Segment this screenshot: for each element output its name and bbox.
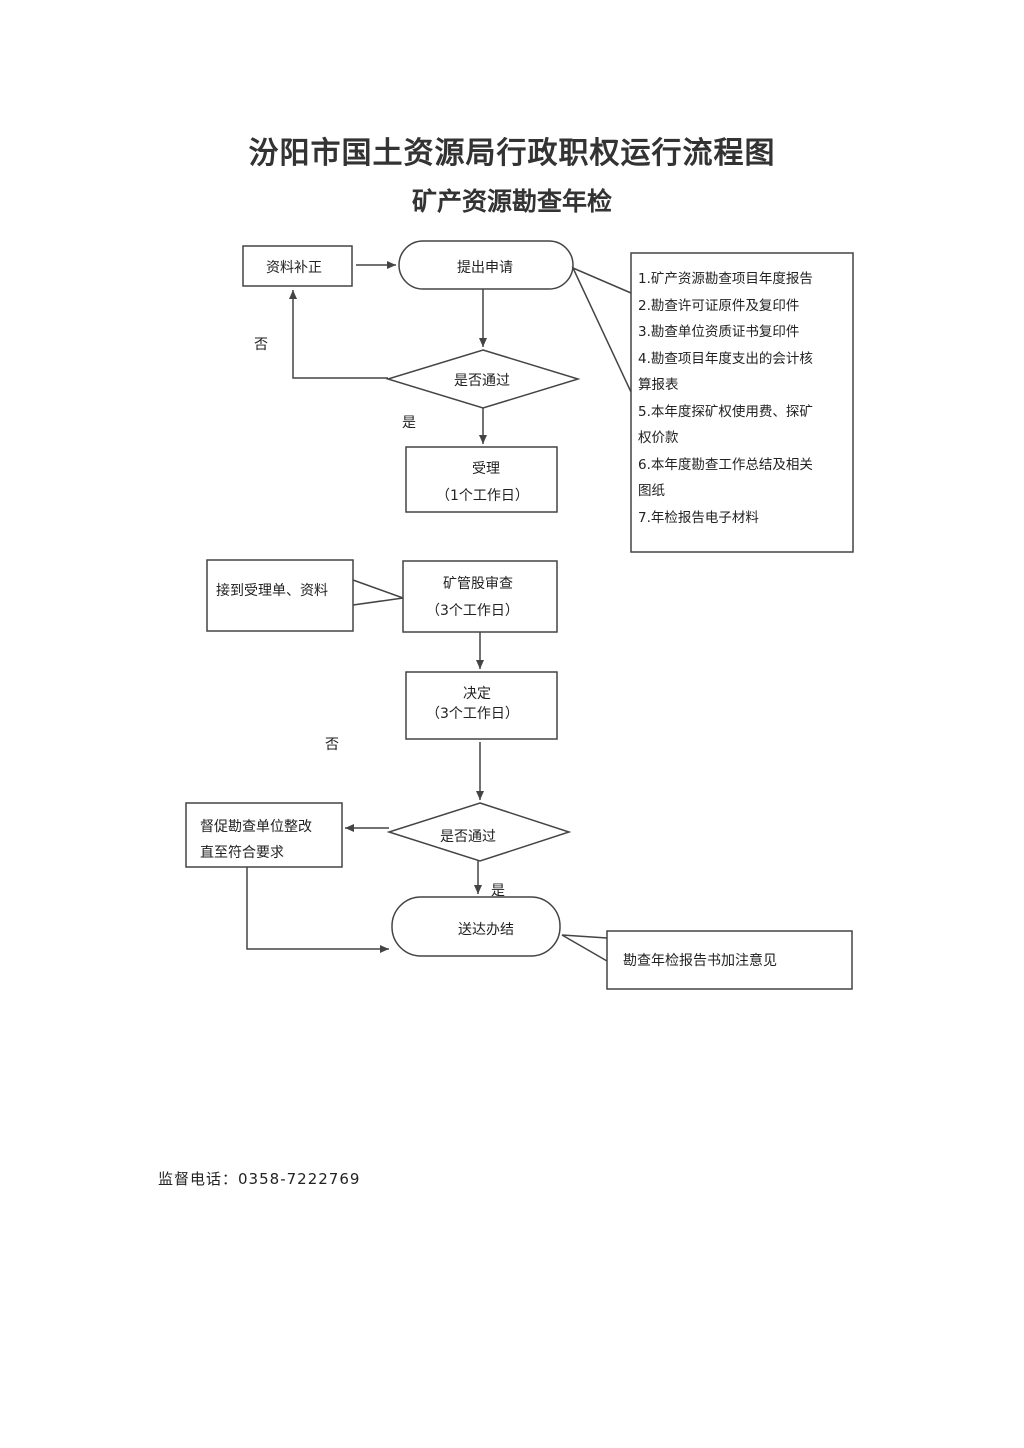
requirement-item: 4.勘查项目年度支出的会计核 bbox=[638, 350, 813, 367]
annotate-report-label: 勘查年检报告书加注意见 bbox=[623, 953, 777, 969]
requirement-item: 算报表 bbox=[638, 377, 679, 393]
decision-label: 决定 bbox=[463, 686, 491, 702]
requirement-item: 5.本年度探矿权使用费、探矿 bbox=[638, 403, 813, 420]
page-title: 汾阳市国土资源局行政职权运行流程图 bbox=[248, 136, 776, 171]
receive-docs-label: 接到受理单、资料 bbox=[216, 583, 328, 599]
mine-review-days-label: （3个工作日） bbox=[426, 603, 519, 619]
requirement-item: 权价款 bbox=[638, 430, 679, 446]
requirements-list: 1.矿产资源勘查项目年度报告 2.勘查许可证原件及复印件 3.勘查单位资质证书复… bbox=[638, 266, 853, 531]
accept-days-label: （1个工作日） bbox=[436, 488, 529, 504]
requirement-item: 图纸 bbox=[638, 483, 665, 499]
material-supplement-label: 资料补正 bbox=[266, 260, 322, 276]
requirements-box bbox=[630, 252, 854, 553]
requirement-item: 3.勘查单位资质证书复印件 bbox=[638, 324, 800, 340]
material-supplement-box bbox=[242, 245, 353, 287]
check-pass-1-label: 是否通过 bbox=[454, 373, 510, 389]
submit-application-terminal bbox=[398, 240, 574, 290]
requirement-item: 6.本年度勘查工作总结及相关 bbox=[638, 456, 813, 473]
no-label-2: 否 bbox=[325, 737, 339, 753]
annotate-box bbox=[606, 930, 853, 990]
decision-days-label: （3个工作日） bbox=[426, 706, 519, 722]
deliver-complete-label: 送达办结 bbox=[458, 922, 514, 938]
yes-label-2: 是 bbox=[491, 883, 505, 899]
requirements-callout bbox=[571, 266, 632, 393]
rectify-label-line2: 直至符合要求 bbox=[200, 845, 284, 861]
supervision-phone: 监督电话：0358-7222769 bbox=[158, 1168, 360, 1189]
mine-review-box bbox=[402, 560, 558, 633]
mine-review-label: 矿管股审查 bbox=[443, 576, 513, 592]
requirement-item: 1.矿产资源勘查项目年度报告 bbox=[638, 271, 813, 287]
arrow-check1-no bbox=[289, 290, 388, 379]
yes-label-1: 是 bbox=[402, 415, 416, 431]
receive-docs-box bbox=[206, 559, 354, 632]
requirement-item: 2.勘查许可证原件及复印件 bbox=[638, 297, 800, 314]
receive-callout bbox=[352, 579, 404, 606]
decision-box bbox=[405, 671, 558, 740]
rectify-label-line1: 督促勘查单位整改 bbox=[200, 819, 312, 835]
arrow-rectify-to-deliver bbox=[246, 867, 389, 953]
deliver-terminal bbox=[391, 896, 561, 957]
requirement-item: 7.年检报告电子材料 bbox=[638, 509, 759, 526]
rectify-box bbox=[185, 802, 343, 868]
check-pass-2-label: 是否通过 bbox=[440, 829, 496, 845]
check-pass-2-diamond bbox=[386, 802, 572, 862]
submit-application-label: 提出申请 bbox=[457, 260, 513, 276]
accept-label: 受理 bbox=[472, 461, 500, 477]
accept-box bbox=[405, 446, 558, 513]
no-label-1: 否 bbox=[254, 337, 268, 353]
supervision-phone-label: 监督电话： bbox=[158, 1170, 239, 1188]
supervision-phone-number: 0358-7222769 bbox=[238, 1170, 361, 1188]
page-subtitle: 矿产资源勘查年检 bbox=[411, 187, 612, 216]
annotate-callout bbox=[561, 934, 608, 962]
